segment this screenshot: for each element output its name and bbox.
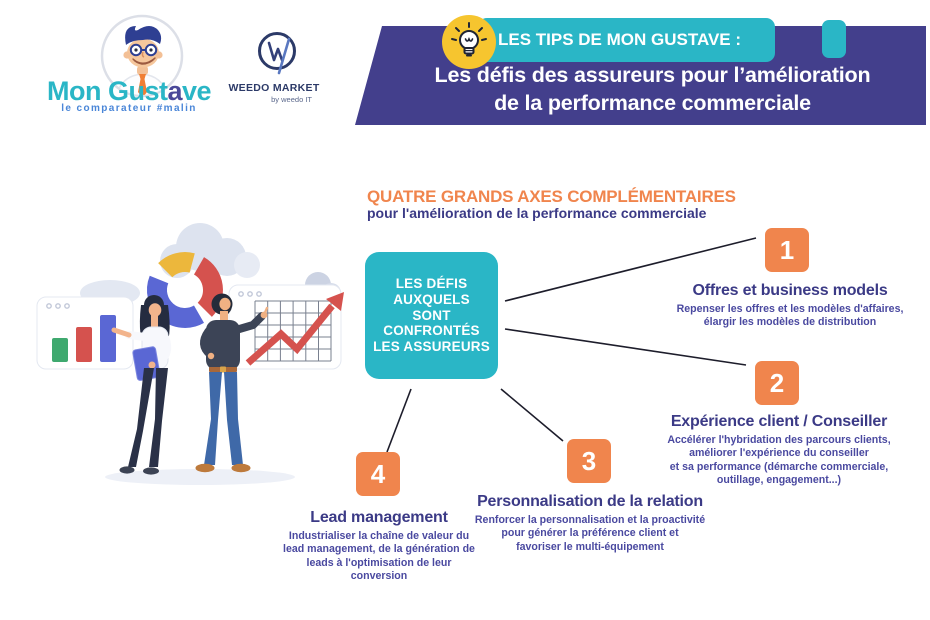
window-dots-icon [238, 291, 262, 297]
woman-figure [111, 295, 172, 475]
bar-chart-card [36, 296, 134, 370]
gustave-mascot-icon [100, 14, 184, 98]
axis-1-title: Offres et business models [692, 282, 888, 299]
weedo-market-byline: by weedo IT [271, 95, 312, 104]
central-challenge-text: LES DÉFIS AUXQUELS SONT CONFRONTÉS LES A… [373, 276, 490, 355]
wordmark-part2: ve [181, 76, 212, 106]
axis-2-description: Accélérer l'hybridation des parcours cli… [667, 434, 891, 487]
axis-2-block: Expérience client / Conseiller Accélérer… [654, 413, 904, 488]
central-challenge-box: LES DÉFIS AUXQUELS SONT CONFRONTÉS LES A… [365, 252, 498, 379]
section-subheading: pour l'amélioration de la performance co… [367, 205, 707, 221]
banner-title-line2: de la performance commerciale [494, 91, 811, 115]
connector-axis-1 [504, 237, 757, 302]
axis-4-number: 4 [356, 452, 400, 496]
axis-4-block: Lead management Industrialiser la chaîne… [281, 509, 477, 584]
weedo-market-name: WEEDO MARKET [228, 82, 320, 94]
man-figure [195, 293, 269, 473]
presentation-illustration [36, 223, 344, 485]
banner-title-line1: Les défis des assureurs pour l’améliorat… [434, 63, 871, 87]
axis-3-block: Personnalisation de la relation Renforce… [470, 493, 710, 554]
wordmark-part1: Mon Gust [46, 76, 168, 106]
clouds [80, 223, 341, 306]
axis-4-title: Lead management [310, 509, 448, 526]
axis-4-description: Industrialiser la chaîne de valeur du le… [283, 530, 475, 583]
banner-teal-tab [822, 20, 846, 58]
axis-3-description: Renforcer la personnalisation et la proa… [474, 514, 706, 553]
axis-2-number: 2 [755, 361, 799, 405]
axis-2-title: Expérience client / Conseiller [670, 413, 888, 430]
axis-1-description: Repenser les offres et les modèles d'aff… [676, 303, 904, 329]
axis-1-number: 1 [765, 228, 809, 272]
mon-gustave-tagline: le comparateur #malin [61, 103, 197, 114]
axis-3-number: 3 [567, 439, 611, 483]
section-heading: QUATRE GRANDS AXES COMPLÉMENTAIRES [367, 187, 736, 206]
axis-1-block: Offres et business models Repenser les o… [665, 282, 915, 330]
banner-kicker: LES TIPS DE MON GUSTAVE : [478, 18, 775, 62]
connector-axis-4 [386, 388, 412, 453]
mon-gustave-wordmark: Mon Gustave [36, 76, 222, 107]
wordmark-accent: a [167, 76, 182, 106]
connector-axis-3 [500, 388, 564, 442]
lightbulb-icon [442, 15, 496, 69]
axis-3-title: Personnalisation de la relation [477, 493, 703, 510]
window-dots-icon [46, 303, 70, 309]
connector-axis-2 [504, 328, 747, 366]
weedo-w-icon [258, 32, 296, 75]
